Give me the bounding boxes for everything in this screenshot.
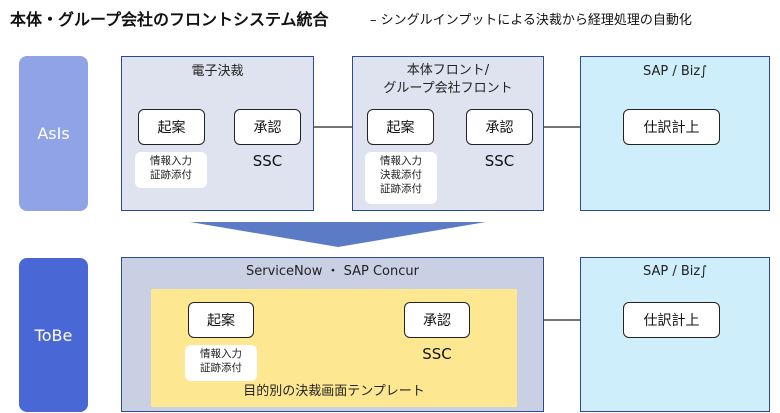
front-note-line-3: 証跡添付 xyxy=(380,183,422,195)
tobe-platform-title: ServiceNow ・ SAP Concur xyxy=(246,264,419,279)
asis-info-note: 情報入力 証跡添付 xyxy=(135,152,207,188)
asis-e-approval-title: 電子決裁 xyxy=(191,64,244,79)
page-title: 本体・グループ会社のフロントシステム統合 xyxy=(10,10,329,29)
tobe-journal-node: 仕訳計上 xyxy=(623,302,720,338)
template-label: 目的別の決裁画面テンプレート xyxy=(243,384,425,399)
tobe-approve-node: 承認 xyxy=(404,302,470,338)
tobe-label: ToBe xyxy=(19,258,88,412)
front-draft-node: 起案 xyxy=(367,109,434,145)
tobe-note-line-2: 証跡添付 xyxy=(200,362,242,374)
asis-journal-node: 仕訳計上 xyxy=(623,109,720,145)
asis-sap-title: SAP / Biz∫ xyxy=(643,64,707,79)
front-note-line-2: 決裁添付 xyxy=(380,169,422,181)
asis-note-line-1: 情報入力 xyxy=(150,155,192,167)
transition-arrow xyxy=(190,222,486,247)
front-info-note: 情報入力 決裁添付 証跡添付 xyxy=(365,152,437,204)
asis-ssc-label: SSC xyxy=(252,152,283,170)
tobe-note-line-1: 情報入力 xyxy=(200,348,242,360)
tobe-info-note: 情報入力 証跡添付 xyxy=(185,345,257,381)
front-ssc-label: SSC xyxy=(484,152,515,170)
page-subtitle: – シングルインプットによる決裁から経理処理の自動化 xyxy=(370,13,692,28)
asis-note-line-2: 証跡添付 xyxy=(150,169,192,181)
front-approve-node: 承認 xyxy=(466,109,533,145)
tobe-draft-node: 起案 xyxy=(188,302,254,338)
front-note-line-1: 情報入力 xyxy=(380,155,422,167)
asis-label: AsIs xyxy=(19,56,88,211)
tobe-ssc-label: SSC xyxy=(422,345,452,363)
asis-draft-node: 起案 xyxy=(138,109,205,145)
asis-front-title-1: 本体フロント/ xyxy=(406,63,490,78)
asis-approve-node: 承認 xyxy=(234,109,301,145)
asis-front-title-2: グループ会社フロント xyxy=(383,81,513,96)
tobe-sap-title: SAP / Biz∫ xyxy=(643,264,707,279)
